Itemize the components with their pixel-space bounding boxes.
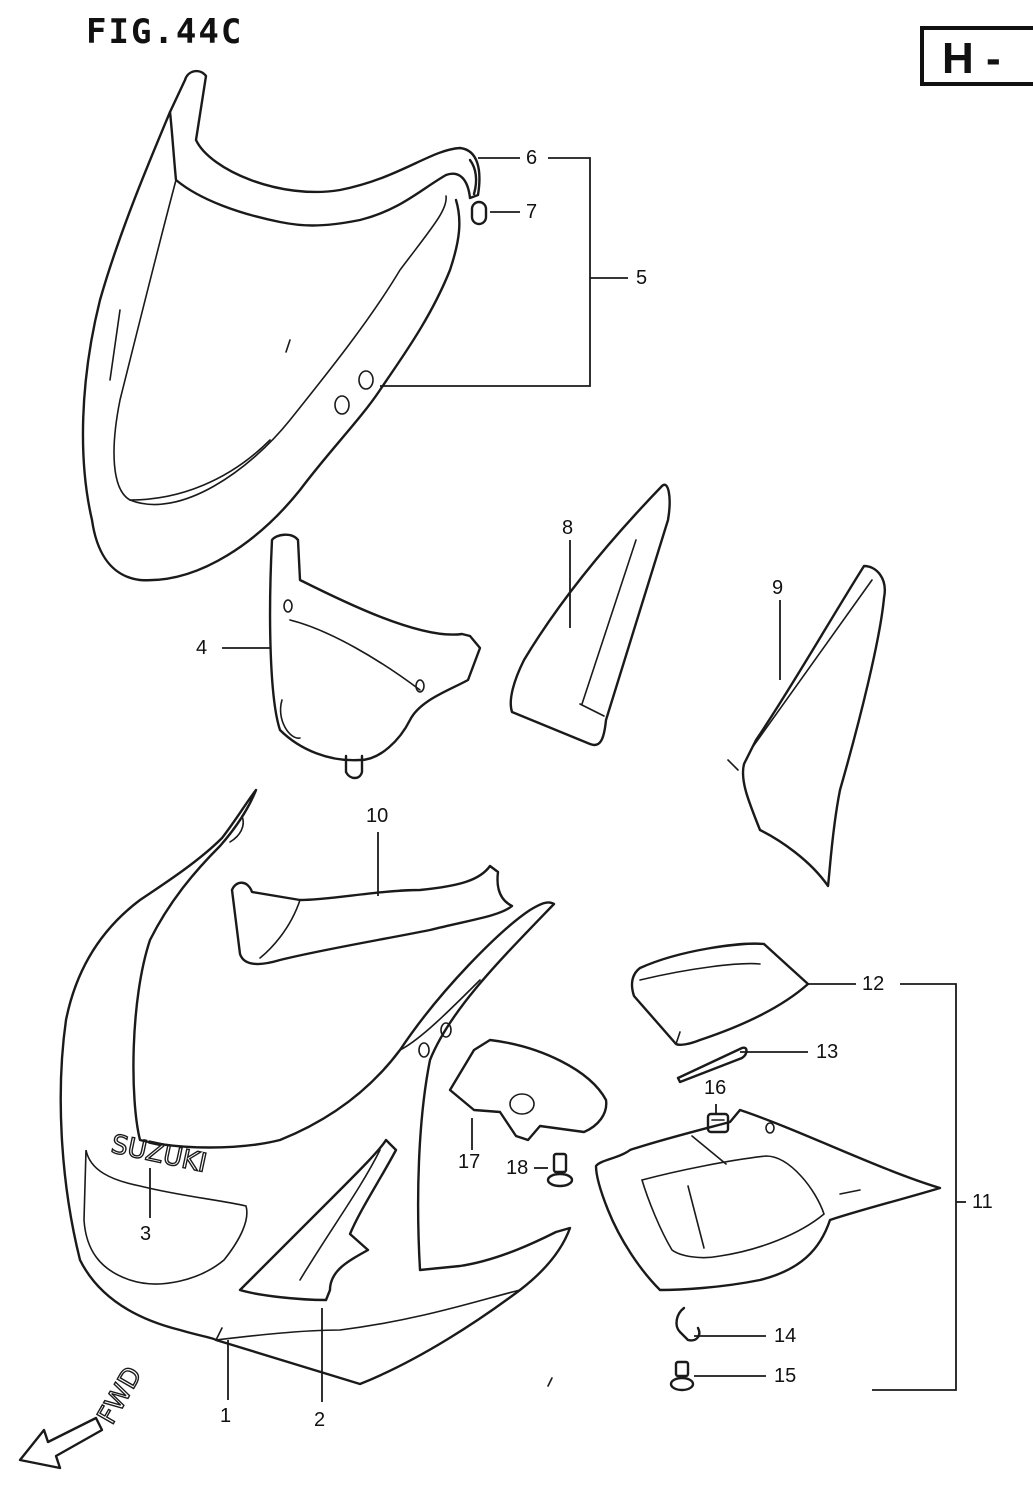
screen-trim-part: [468, 158, 478, 196]
fwd-arrow: FWD: [18, 1361, 149, 1470]
callout-6: 6: [526, 147, 538, 169]
callout-9: 9: [772, 577, 784, 599]
nut-14-part: [675, 1306, 701, 1342]
callout-3: 3: [140, 1223, 152, 1245]
callout-7: 7: [526, 201, 538, 223]
side-panel-right-part: [727, 564, 886, 888]
callout-16: 16: [704, 1077, 727, 1099]
section-tag-box: H -: [920, 26, 1033, 86]
callout-12: 12: [862, 973, 885, 995]
callout-2: 2: [314, 1409, 326, 1431]
stripe-decal-part: [238, 1138, 398, 1302]
callout-11: 11: [972, 1191, 993, 1213]
windscreen-part: [81, 69, 481, 582]
callout-4: 4: [196, 637, 208, 659]
side-panel-left-part: [509, 483, 671, 747]
callout-17: 17: [458, 1151, 481, 1173]
pocket-lid-part: [630, 942, 810, 1046]
callout-1: 1: [220, 1405, 232, 1427]
brand-decal-text: SUZUKI: [109, 1130, 210, 1179]
fwd-text: FWD: [92, 1362, 148, 1430]
section-tag: H -: [942, 34, 1001, 83]
upper-cowl-cover-part: [230, 864, 514, 966]
inner-cover-part: [268, 533, 482, 780]
brand-decal-part: SUZUKI: [108, 1129, 210, 1180]
callout-8: 8: [562, 517, 574, 539]
callout-15: 15: [774, 1365, 797, 1387]
screw-15-part: [669, 1360, 695, 1392]
rivet-part: [470, 200, 488, 226]
leader-lines: [149, 157, 966, 1402]
figure-label: FIG.44C: [86, 12, 244, 52]
callout-18: 18: [506, 1157, 529, 1179]
callout-13: 13: [816, 1041, 839, 1063]
callout-14: 14: [774, 1325, 797, 1347]
bracket-part: [448, 1038, 608, 1142]
screw-18-part: [546, 1152, 574, 1188]
callout-10: 10: [366, 805, 389, 827]
inner-pocket-part: [594, 1108, 942, 1292]
callout-5: 5: [636, 267, 648, 289]
upper-cowl-part: [59, 788, 572, 1387]
